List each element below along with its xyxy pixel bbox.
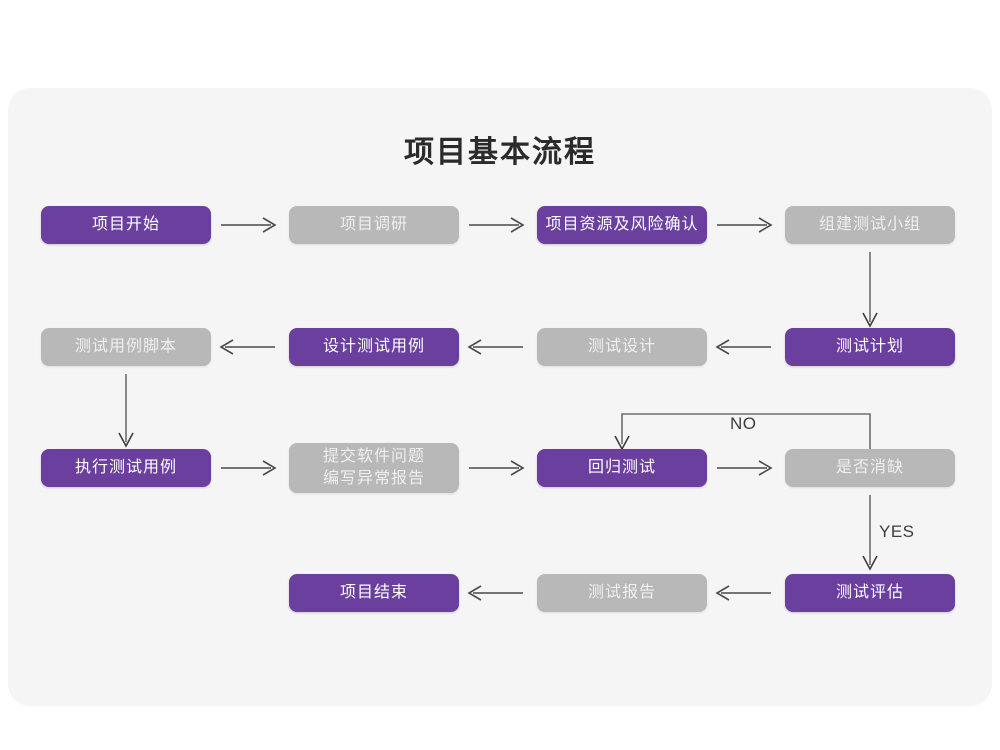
flow-node-regression-test[interactable]: 回归测试 — [537, 449, 707, 487]
flow-node-test-evaluation[interactable]: 测试评估 — [785, 574, 955, 612]
page-title: 项目基本流程 — [404, 136, 596, 169]
arrow-right-n11-n12 — [715, 458, 775, 478]
flow-node-test-design[interactable]: 测试设计 — [537, 328, 707, 366]
content-card — [8, 88, 992, 706]
flow-node-execute-test-case[interactable]: 执行测试用例 — [41, 449, 211, 487]
flow-node-project-end[interactable]: 项目结束 — [289, 574, 459, 612]
flow-node-test-report[interactable]: 测试报告 — [537, 574, 707, 612]
arrow-right-n9-n10 — [219, 458, 279, 478]
flow-node-project-start[interactable]: 项目开始 — [41, 206, 211, 244]
arrow-right-n2-n3 — [467, 215, 527, 235]
flow-node-resource-risk-confirm[interactable]: 项目资源及风险确认 — [537, 206, 707, 244]
arrow-left-n8-n7 — [715, 337, 775, 357]
flow-node-project-research[interactable]: 项目调研 — [289, 206, 459, 244]
arrow-left-n6-n5 — [219, 337, 279, 357]
flow-node-test-plan[interactable]: 测试计划 — [785, 328, 955, 366]
arrow-down-n5-n9 — [116, 372, 136, 450]
branch-label-yes: YES — [879, 522, 915, 541]
flow-node-build-test-team[interactable]: 组建测试小组 — [785, 206, 955, 244]
flow-node-design-test-case[interactable]: 设计测试用例 — [289, 328, 459, 366]
arrow-left-n7-n6 — [467, 337, 527, 357]
arrow-right-n3-n4 — [715, 215, 775, 235]
arrow-right-n1-n2 — [219, 215, 279, 235]
arrow-right-n10-n11 — [467, 458, 527, 478]
arrow-down-n12-n15 — [860, 493, 880, 573]
flow-node-test-case-script[interactable]: 测试用例脚本 — [41, 328, 211, 366]
arrow-down-n4-n8 — [860, 250, 880, 330]
arrow-left-n15-n14 — [715, 583, 775, 603]
flow-node-submit-defect-report[interactable]: 提交软件问题 编写异常报告 — [289, 443, 459, 493]
arrow-left-n14-n13 — [467, 583, 527, 603]
flow-node-defect-resolved[interactable]: 是否消缺 — [785, 449, 955, 487]
branch-label-no: NO — [730, 414, 757, 433]
